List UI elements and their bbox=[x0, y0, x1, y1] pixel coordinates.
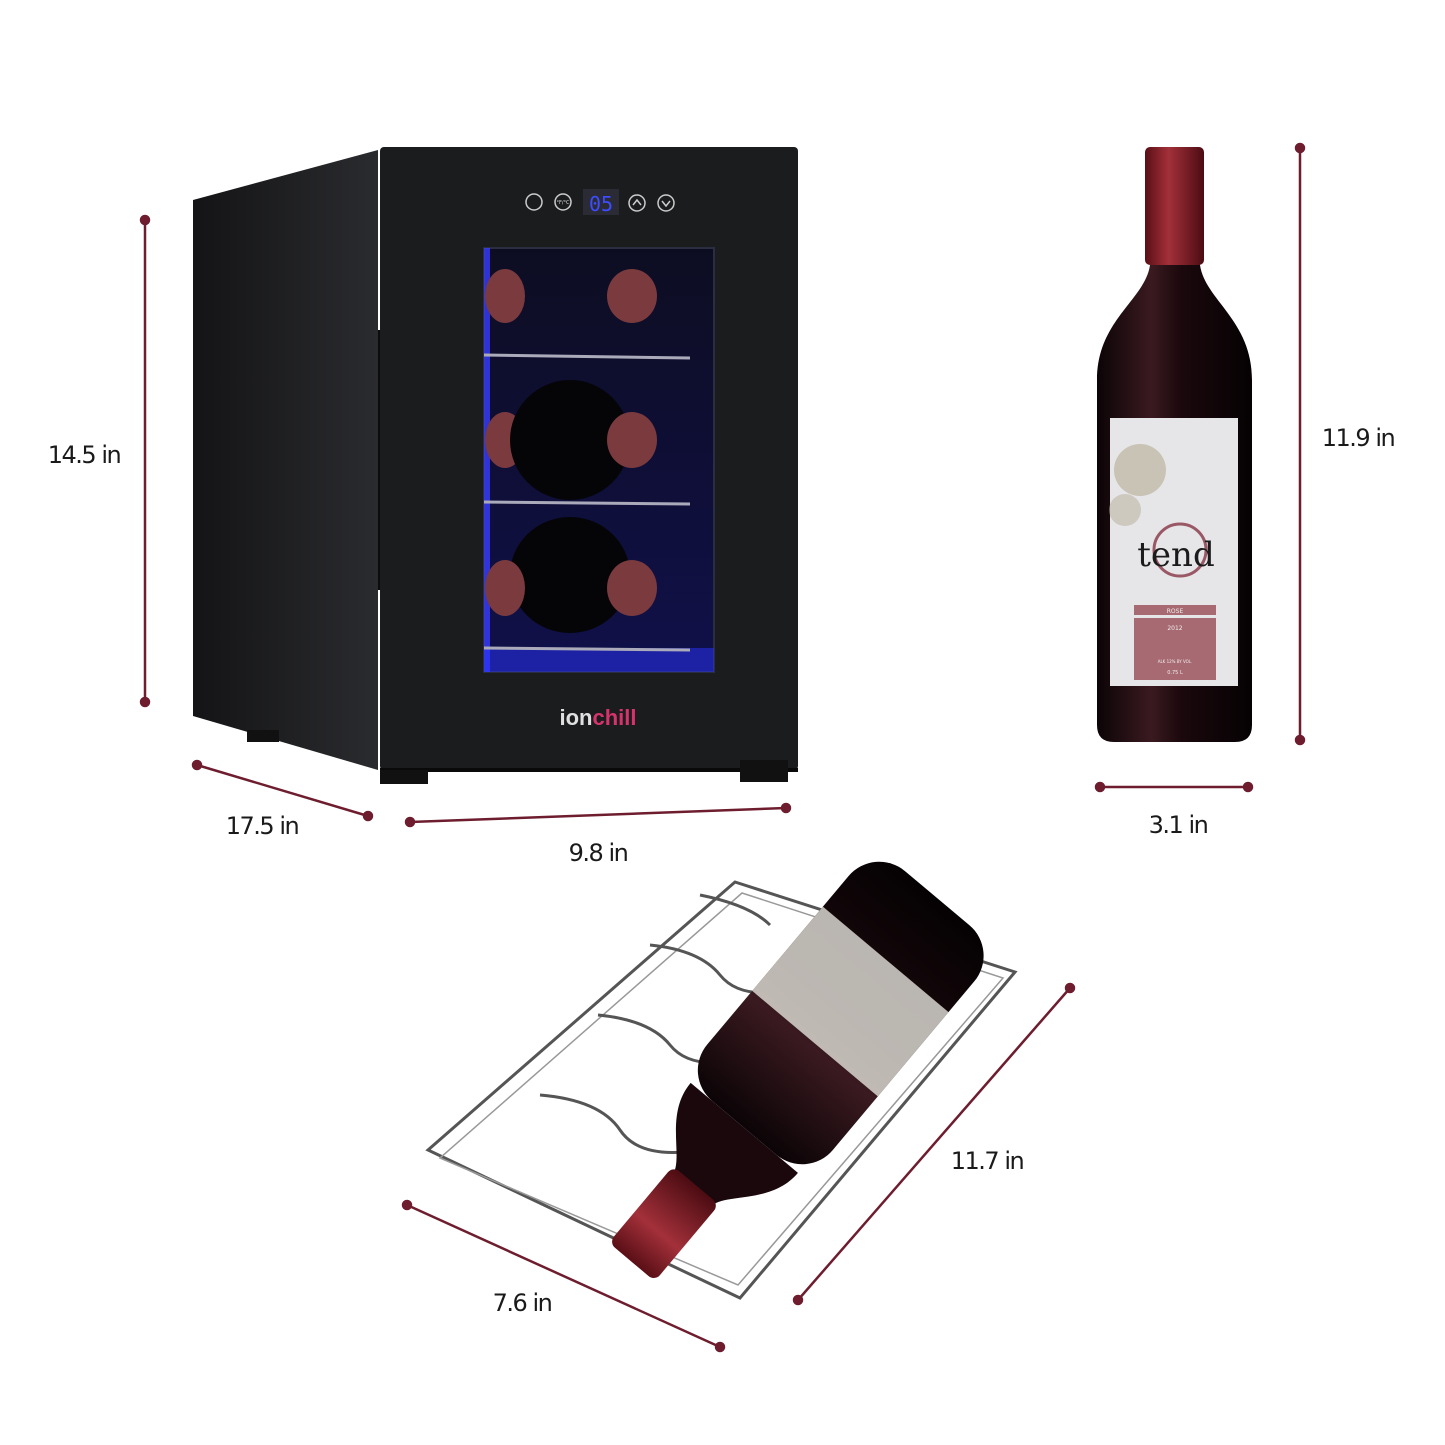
arrow-up-icon[interactable] bbox=[628, 194, 646, 212]
lying-wine-bottle bbox=[612, 861, 984, 1278]
bottle-label-brand: tend bbox=[1137, 535, 1214, 575]
shelf bbox=[483, 646, 691, 652]
fridge-side-panel bbox=[193, 150, 378, 770]
bottle-diameter-label: 3.1 in bbox=[1149, 811, 1208, 839]
fridge-foot bbox=[380, 770, 428, 784]
fridge-foot bbox=[247, 730, 279, 742]
fridge-depth-label: 17.5 in bbox=[226, 812, 299, 840]
wine-bottle: tend ROSE 2012 ALK 12% BY VOL. 0.75 L bbox=[1097, 147, 1252, 742]
rack-width-label: 7.6 in bbox=[493, 1289, 552, 1317]
fridge-height-label: 14.5 in bbox=[48, 441, 121, 469]
fridge-foot bbox=[740, 760, 788, 782]
fridge-width-label: 9.8 in bbox=[569, 839, 628, 867]
dimension-lines bbox=[139, 142, 1306, 1353]
temperature-display bbox=[583, 189, 619, 215]
shelf bbox=[483, 500, 691, 506]
light-icon[interactable] bbox=[525, 193, 543, 211]
bottle-label-year: 2012 bbox=[1167, 625, 1182, 632]
rack-depth-label: 11.7 in bbox=[951, 1147, 1024, 1175]
control-panel: °F/°C 05 bbox=[525, 189, 675, 216]
arrow-down-icon[interactable] bbox=[657, 194, 675, 212]
bottle-label-volume: 0.75 L bbox=[1167, 670, 1183, 676]
wine-fridge: °F/°C 05 ionchill bbox=[193, 147, 798, 784]
wine-bottle-row bbox=[485, 269, 657, 633]
bottle-label: tend ROSE 2012 ALK 12% BY VOL. 0.75 L bbox=[1109, 418, 1238, 686]
bottle-height-label: 11.9 in bbox=[1322, 424, 1395, 452]
brand-logo: ionchill bbox=[559, 705, 636, 730]
shelf bbox=[483, 353, 691, 360]
bottle-label-variety: ROSE bbox=[1167, 608, 1184, 615]
unit-toggle-text: °F/°C bbox=[556, 200, 570, 206]
unit-toggle-icon[interactable] bbox=[554, 193, 572, 211]
glass-window bbox=[483, 247, 715, 673]
bottle-cap bbox=[1145, 147, 1204, 265]
bottle-label-alcohol: ALK 12% BY VOL. bbox=[1158, 659, 1193, 664]
temperature-display-value: 05 bbox=[589, 192, 613, 216]
